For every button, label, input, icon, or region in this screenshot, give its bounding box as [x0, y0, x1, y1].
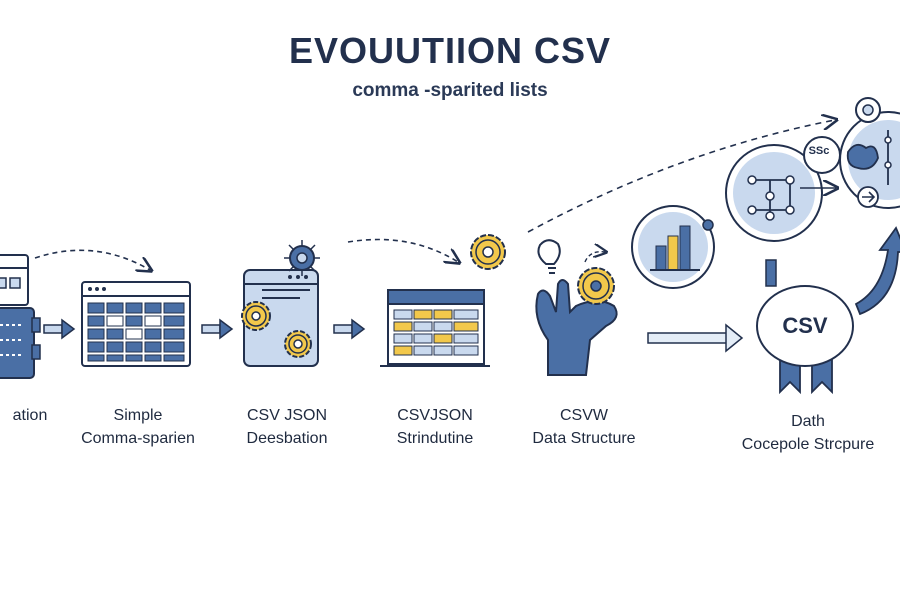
- stage-0-label: ation: [0, 404, 48, 427]
- stage-4-line2: Data Structure: [532, 430, 636, 447]
- stage-5-line2: Cocepole Strcpure: [741, 436, 875, 453]
- stage-2-label: CSV JSON Deesbation: [224, 404, 350, 450]
- stage-1-label: Simple Comma-sparien: [70, 404, 206, 450]
- stage-5-line1: Dath: [791, 413, 825, 430]
- page-title: EVOUUTIION CSV: [288, 30, 612, 71]
- dashed-arrow-4: [584, 252, 605, 263]
- flow-arrow-4: [647, 323, 744, 353]
- stage-3-table-icon: [380, 234, 506, 367]
- csv-badge-icon: [756, 259, 854, 395]
- stage-2-line2: Deesbation: [246, 430, 328, 447]
- stage-2-gear-panel-icon: [241, 240, 320, 367]
- stage-2-line1: CSV JSON: [246, 407, 327, 424]
- dashed-arrow-3: [527, 120, 835, 233]
- page-subtitle: comma -sparited lists: [352, 80, 548, 101]
- flow-arrow-3: [333, 318, 366, 340]
- network-circle-icon: [725, 136, 841, 242]
- csv-badge-label: CSV: [782, 313, 828, 338]
- stage-4-hand-icon: [535, 239, 618, 376]
- curved-up-arrow-icon: [854, 226, 900, 316]
- stage-0-device-icon: [0, 254, 41, 379]
- bar-chart-circle-icon: [631, 205, 715, 289]
- dashed-arrow-1: [34, 249, 150, 270]
- stage-0-line2: ation: [12, 407, 48, 424]
- stage-4-label: CSVW Data Structure: [516, 404, 652, 450]
- stage-1-grid-window-icon: [81, 281, 191, 367]
- ssc-bubble-label: SSc: [808, 145, 830, 157]
- stage-5-label: Dath Cocepole Strcpure: [726, 410, 890, 456]
- dashed-arrow-2: [347, 238, 458, 263]
- flow-arrow-1: [43, 318, 76, 340]
- stage-3-label: CSVJSON Strindutine: [370, 404, 500, 450]
- stage-1-line1: Simple: [113, 407, 163, 424]
- flow-arrow-2: [201, 318, 234, 340]
- stage-3-line1: CSVJSON: [397, 407, 473, 424]
- top-right-circle-icon: [839, 97, 900, 209]
- stage-1-line2: Comma-sparien: [81, 430, 195, 447]
- stage-4-line1: CSVW: [560, 407, 608, 424]
- stage-3-line2: Strindutine: [396, 430, 474, 447]
